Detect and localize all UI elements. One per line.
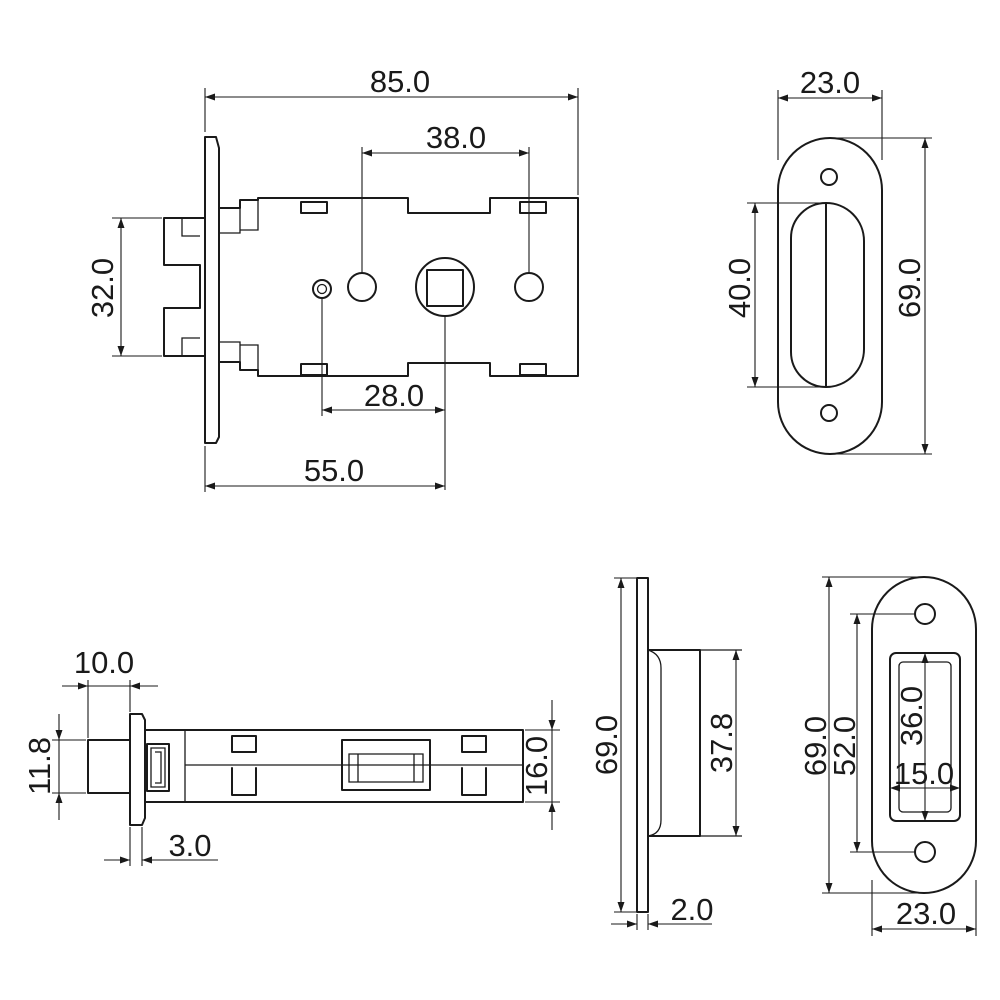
- dim-striker-hole-spacing: 52.0: [827, 613, 915, 853]
- side-latch-mechanism: [146, 743, 170, 792]
- dim-side-latch-projection: 10.0: [62, 645, 158, 738]
- striker-screw-hole: [914, 841, 936, 863]
- striker-outline: [871, 576, 977, 894]
- front-screw-hole: [514, 272, 544, 302]
- front-spindle-hole: [415, 257, 475, 317]
- dim-label-striker-hole-spacing: 52.0: [827, 716, 862, 776]
- front-tab: [519, 363, 547, 376]
- faceplate-screw-hole: [820, 168, 838, 186]
- dim-front-overall-length: 85.0: [204, 64, 579, 195]
- front-latch-tongue-inner: [181, 218, 200, 356]
- dim-label-striker-width: 23.0: [896, 896, 956, 931]
- dim-label-side-latch-height: 11.8: [22, 737, 57, 795]
- front-body-step: [219, 200, 259, 370]
- front-tab: [300, 363, 328, 376]
- striker-front-view: 69.0 52.0 36.0 15.0 23.0: [798, 576, 977, 936]
- dim-faceplate-latch-opening: 40.0: [722, 202, 826, 388]
- dim-front-hole-to-spindle: 28.0: [321, 298, 446, 490]
- dim-front-backset: 55.0: [204, 446, 445, 492]
- dim-label-striker-opening-height: 36.0: [894, 686, 929, 746]
- dim-label-striker-opening-width: 15.0: [894, 756, 954, 791]
- dim-label-front-faceplate-height: 32.0: [85, 258, 120, 318]
- front-tab: [519, 201, 547, 214]
- side-top-tab: [461, 735, 487, 753]
- dim-label-faceplate-latch-opening: 40.0: [722, 258, 757, 318]
- dim-label-faceplate-width: 23.0: [800, 65, 860, 100]
- front-faceplate: [204, 136, 220, 444]
- striker-side-plate: [636, 577, 649, 913]
- side-body: [144, 729, 524, 803]
- dim-side-body-thickness: 16.0: [519, 700, 560, 830]
- dim-label-front-hole-to-spindle: 28.0: [364, 378, 424, 413]
- dim-label-faceplate-height: 69.0: [892, 258, 927, 318]
- striker-side-box: [647, 649, 701, 837]
- front-body: [218, 197, 579, 377]
- front-screw-hole: [347, 272, 377, 302]
- dim-side-faceplate-thickness: 3.0: [104, 827, 218, 866]
- front-spindle-square: [426, 269, 464, 307]
- side-faceplate: [129, 713, 146, 826]
- dim-label-front-backset: 55.0: [304, 453, 364, 488]
- dim-striker-plate-thickness: 2.0: [611, 892, 714, 930]
- side-bottom-tab: [231, 767, 257, 796]
- side-spindle-hub: [341, 739, 431, 791]
- dim-label-striker-height: 69.0: [798, 716, 833, 776]
- dim-side-latch-height: 11.8: [22, 714, 86, 820]
- front-latch-tongue: [163, 217, 206, 357]
- side-top-tab: [231, 735, 257, 753]
- dim-label-side-latch-projection: 10.0: [74, 645, 134, 680]
- striker-screw-hole: [914, 603, 936, 625]
- dim-label-side-body-thickness: 16.0: [519, 736, 554, 796]
- side-spindle-hub-inner: [348, 753, 424, 783]
- side-view: 10.0 11.8 3.0 16.0: [22, 645, 560, 866]
- dim-label-striker-plate-thickness: 2.0: [670, 892, 713, 927]
- dim-label-front-overall-length: 85.0: [370, 64, 430, 99]
- faceplate-latch-slot: [790, 202, 865, 388]
- dim-striker-opening-width: 15.0: [890, 756, 960, 792]
- dim-front-hole-spacing: 38.0: [361, 120, 530, 273]
- dim-label-side-faceplate-thickness: 3.0: [168, 828, 211, 863]
- front-small-hole: [312, 279, 332, 299]
- dim-front-faceplate-height: 32.0: [85, 217, 162, 357]
- dim-faceplate-width: 23.0: [777, 65, 883, 160]
- front-view: 85.0 38.0 32.0 28.0 55.0: [85, 64, 579, 492]
- dim-striker-width: 23.0: [871, 880, 977, 936]
- dim-striker-height: 69.0: [798, 576, 922, 894]
- faceplate-view: 23.0 40.0 69.0: [722, 65, 932, 455]
- dim-striker-opening-height: 36.0: [894, 653, 929, 821]
- front-small-hole-inner: [316, 283, 328, 295]
- faceplate-screw-hole: [820, 404, 838, 422]
- dim-striker-box-depth: 37.8: [704, 650, 740, 836]
- side-latch-mechanism-inner: [150, 747, 166, 788]
- front-tab: [300, 201, 328, 214]
- dim-faceplate-height: 69.0: [830, 137, 932, 455]
- side-bottom-tab: [461, 767, 487, 796]
- dim-label-striker-box-depth: 37.8: [704, 713, 739, 773]
- dim-label-striker-side-height: 69.0: [589, 715, 624, 775]
- side-latch-bolt: [87, 739, 131, 794]
- dim-label-front-hole-spacing: 38.0: [426, 120, 486, 155]
- striker-side-view: 69.0 37.8 2.0: [589, 577, 742, 930]
- dim-striker-side-height: 69.0: [589, 577, 636, 913]
